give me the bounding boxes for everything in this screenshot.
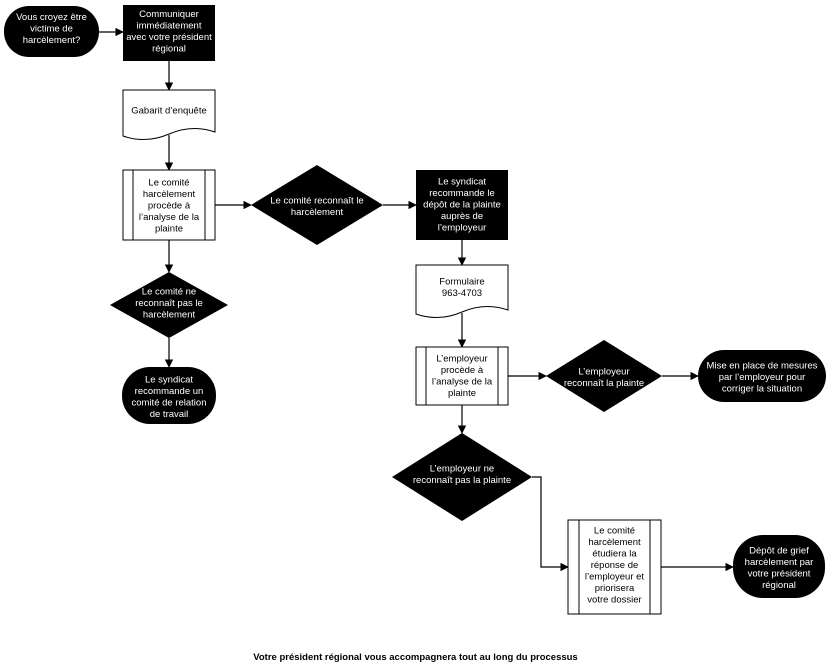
union-relation-line: recommande un	[135, 386, 204, 397]
gabarit-text: Gabarit d’enquête	[131, 106, 207, 117]
committee-recognizes-line: Le comité reconnaît le	[270, 196, 363, 207]
committee-analysis-line: procède à	[148, 201, 191, 212]
measures-line: Mise en place de mesures	[707, 361, 818, 372]
measures-line: corriger la situation	[722, 384, 802, 395]
employer-analysis-line: plainte	[448, 388, 476, 399]
committee-study-line: votre dossier	[587, 595, 641, 606]
start-line: Vous croyez être	[16, 12, 87, 23]
union-relation-line: comité de relation	[132, 398, 207, 409]
employer-not-recognizes-line: reconnaît pas la plainte	[413, 475, 511, 486]
gabarit-line: Gabarit d’enquête	[131, 106, 207, 117]
grief-line: votre président	[748, 569, 811, 580]
communicate-line: avec votre président	[126, 32, 212, 43]
communicate-line: régional	[152, 44, 186, 55]
employer-recognizes-line: L’employeur	[578, 367, 629, 378]
connectors	[99, 27, 734, 572]
footer-note: Votre président régional vous accompagne…	[253, 652, 578, 663]
start-line: harcèlement?	[23, 35, 81, 46]
employer-analysis-line: L’employeur	[436, 354, 487, 365]
grief-line: Dépôt de grief	[749, 546, 809, 557]
committee-not-recognizes-line: Le comité ne	[142, 287, 196, 298]
formulaire-line: 963-4703	[442, 288, 482, 299]
union-recommends-line: dépôt de la plainte	[423, 200, 501, 211]
union-recommends-line: auprès de	[441, 211, 483, 222]
committee-analysis-line: l’analyse de la	[139, 212, 200, 223]
formulaire-line: Formulaire	[439, 277, 484, 288]
grief-line: régional	[762, 580, 796, 591]
employer-not-recognizes-line: L’employeur ne	[430, 464, 494, 475]
grief-line: harcèlement par	[745, 557, 814, 568]
committee-not-recognizes-line: reconnaît pas le	[135, 298, 203, 309]
employer-analysis-line: l’analyse de la	[432, 377, 493, 388]
employer-analysis-line: procède à	[441, 365, 484, 376]
communicate-line: immédiatement	[137, 21, 202, 32]
committee-study-line: étudiera la	[592, 549, 637, 560]
start-line: victime de	[30, 24, 73, 35]
connector-notrecognizes-study	[532, 476, 569, 572]
employer-recognizes-line: reconnaît la plainte	[564, 378, 644, 389]
gabarit-document: Gabarit d’enquête	[122, 89, 216, 140]
committee-recognizes-line: harcèlement	[291, 207, 344, 218]
committee-study-line: l’employeur et	[585, 572, 644, 583]
committee-analysis-line: harcèlement	[143, 189, 196, 200]
committee-not-recognizes-line: harcèlement	[143, 310, 196, 321]
communicate-line: Communiquer	[139, 9, 199, 20]
union-recommends-line: l’employeur	[438, 223, 487, 234]
measures-line: par l’employeur pour	[719, 372, 806, 383]
union-relation-line: Le syndicat	[145, 375, 193, 386]
union-recommends-line: recommande le	[429, 188, 494, 199]
committee-study-line: priorisera	[595, 583, 635, 594]
committee-study-line: Le comité	[594, 526, 635, 537]
committee-study-line: harcèlement	[588, 537, 641, 548]
committee-analysis-line: Le comité	[148, 178, 189, 189]
union-relation-line: de travail	[150, 409, 189, 420]
committee-analysis-line: plainte	[155, 224, 183, 235]
union-recommends-line: Le syndicat	[438, 177, 486, 188]
committee-study-line: réponse de	[591, 560, 639, 571]
